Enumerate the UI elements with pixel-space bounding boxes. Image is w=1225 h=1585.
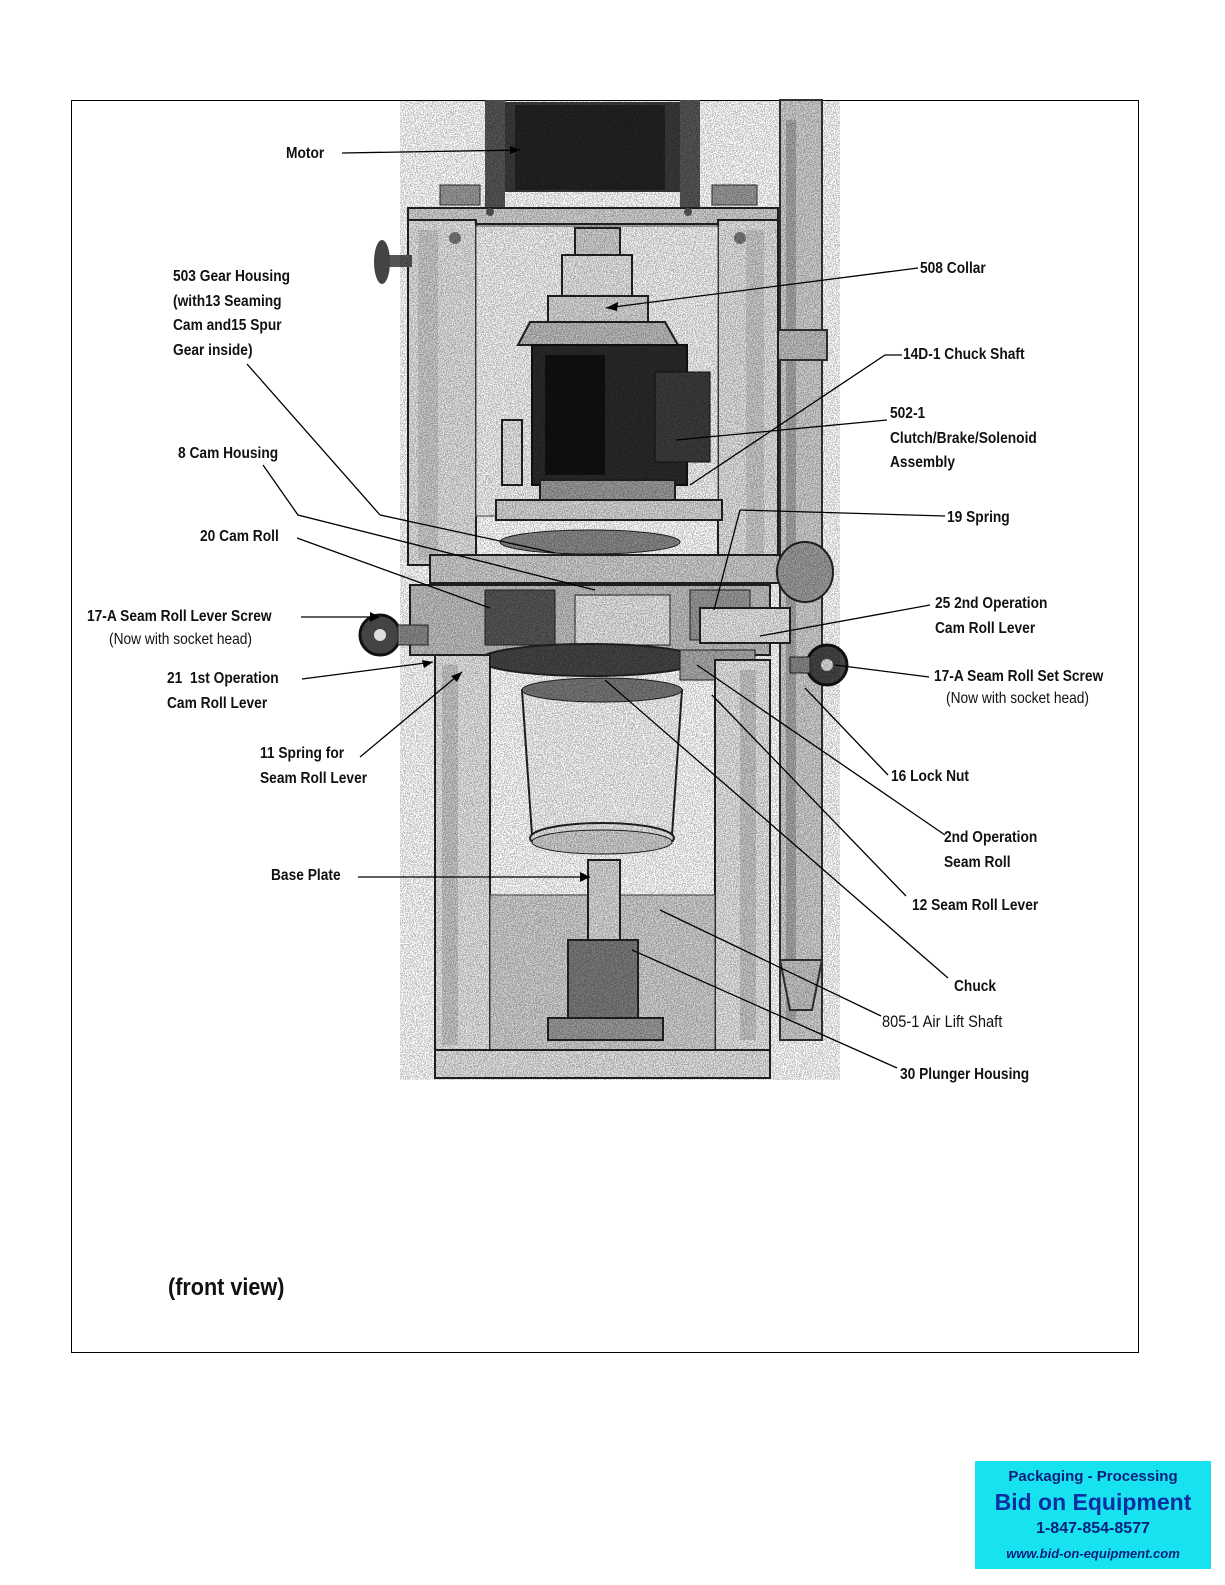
label-gear-housing: 503 Gear Housing (with13 Seaming Cam and… bbox=[173, 268, 291, 359]
label-front-view: (front view) bbox=[168, 1274, 285, 1301]
badge-tagline: Packaging - Processing bbox=[1008, 1468, 1178, 1485]
badge-website: www.bid-on-equipment.com bbox=[1006, 1546, 1180, 1561]
label-clutch-brake-solenoid: 502-1 Clutch/Brake/Solenoid Assembly bbox=[890, 405, 1037, 471]
label-cam-roll: 20 Cam Roll bbox=[200, 528, 279, 545]
badge-brand: Bid on Equipment bbox=[994, 1489, 1192, 1515]
label-second-op-cam-roll-lever: 25 2nd Operation Cam Roll Lever bbox=[935, 595, 1048, 637]
label-spring-19: 19 Spring bbox=[947, 509, 1010, 526]
label-chuck: Chuck bbox=[954, 978, 997, 995]
print-grain bbox=[400, 100, 840, 1080]
label-plunger-housing: 30 Plunger Housing bbox=[900, 1066, 1030, 1083]
label-base-plate: Base Plate bbox=[271, 867, 341, 884]
label-air-lift-shaft: 805-1 Air Lift Shaft bbox=[882, 1012, 1003, 1031]
bid-on-equipment-badge[interactable]: Packaging - Processing Bid on Equipment … bbox=[975, 1461, 1211, 1569]
label-collar: 508 Collar bbox=[920, 260, 986, 277]
label-seam-roll-lever: 12 Seam Roll Lever bbox=[912, 897, 1039, 914]
label-spring-for-lever: 11 Spring for Seam Roll Lever bbox=[260, 745, 368, 787]
label-cam-housing: 8 Cam Housing bbox=[178, 445, 279, 462]
label-motor: Motor bbox=[286, 145, 325, 162]
label-seam-roll-set-screw: 17-A Seam Roll Set Screw bbox=[934, 668, 1104, 685]
label-lock-nut: 16 Lock Nut bbox=[891, 768, 969, 785]
label-chuck-shaft: 14D-1 Chuck Shaft bbox=[903, 346, 1025, 363]
label-first-op-cam-roll-lever: 21 1st Operation Cam Roll Lever bbox=[167, 670, 279, 712]
badge-phone: 1-847-854-8577 bbox=[1036, 1520, 1150, 1537]
label-seam-roll-lever-screw-note: (Now with socket head) bbox=[109, 631, 253, 648]
label-second-op-seam-roll: 2nd Operation Seam Roll bbox=[944, 829, 1038, 871]
label-seam-roll-lever-screw: 17-A Seam Roll Lever Screw bbox=[87, 608, 272, 625]
label-seam-roll-set-screw-note: (Now with socket head) bbox=[946, 690, 1090, 707]
